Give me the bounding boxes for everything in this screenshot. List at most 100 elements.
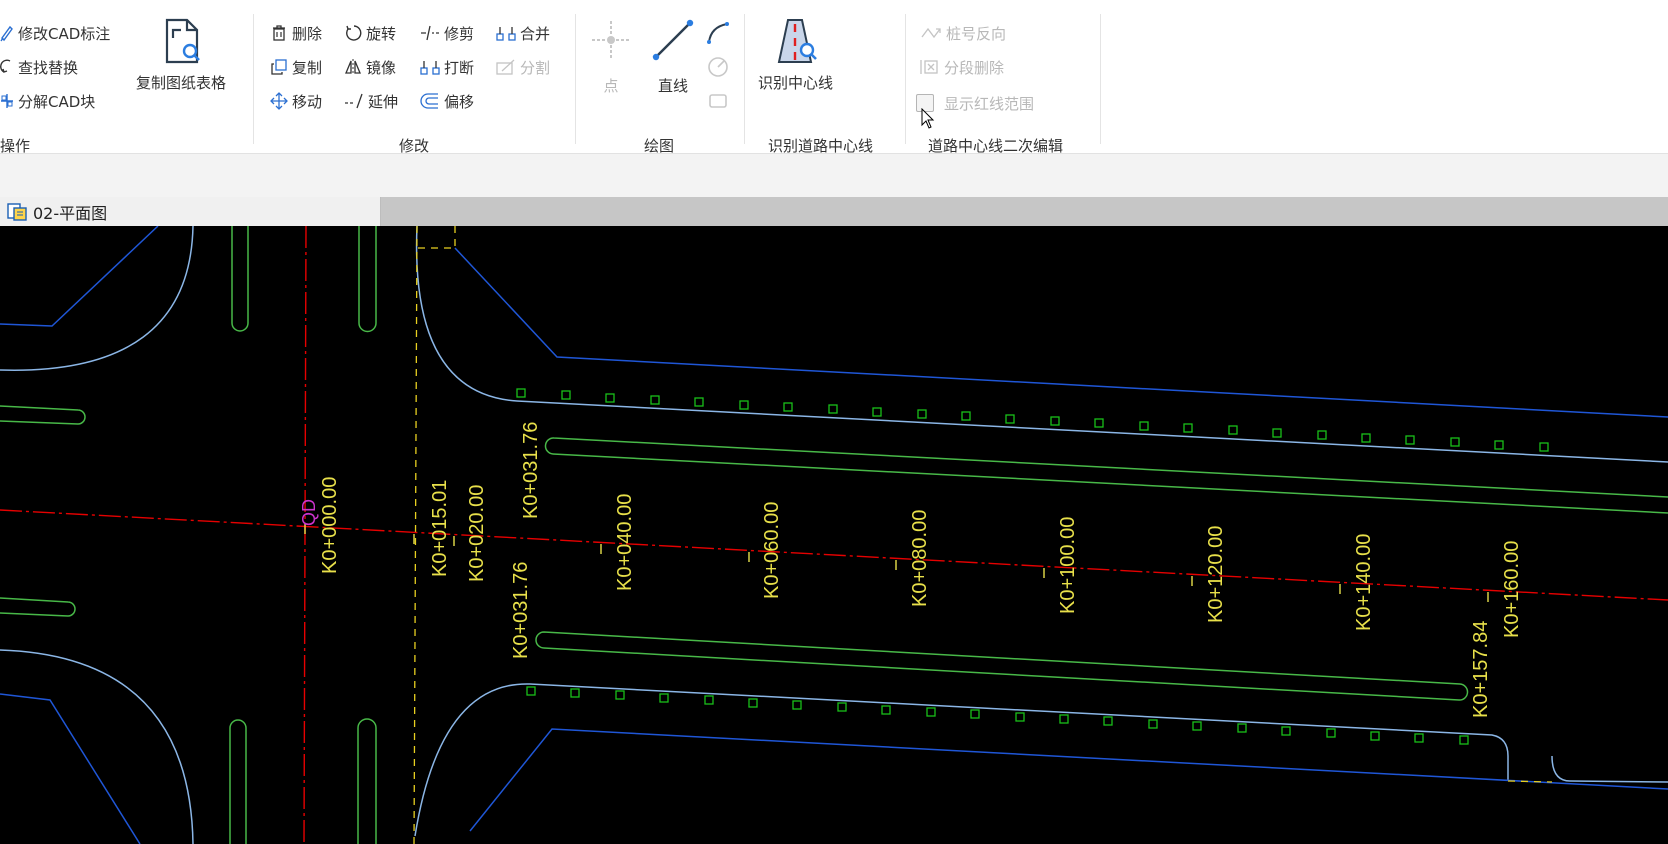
mirror-button[interactable]: 镜像 xyxy=(344,55,396,79)
break-button[interactable]: 打断 xyxy=(420,55,474,79)
group-recognize: 识别中心线 识别道路中心线 xyxy=(748,12,904,155)
show-red-line-toggle[interactable]: 显示红线范围 xyxy=(916,91,1034,115)
tree-marker xyxy=(1183,423,1193,433)
tree-marker xyxy=(1050,416,1060,426)
ribbon-divider xyxy=(575,14,576,144)
tree-marker xyxy=(561,390,571,400)
cad-drawing-canvas[interactable]: K0+000.00 K0+015.01 K0+020.00 K0+031.76 … xyxy=(0,226,1668,844)
mouse-cursor-icon xyxy=(921,108,935,129)
median-strip xyxy=(358,226,377,333)
copy-button[interactable]: 复制 xyxy=(270,55,322,79)
extend-button[interactable]: 延伸 xyxy=(344,89,398,113)
explode-cad-block-button[interactable]: 分解CAD块 xyxy=(0,89,95,113)
point-button[interactable]: 点 xyxy=(588,17,634,96)
tree-marker xyxy=(650,395,660,405)
tree-marker xyxy=(570,688,580,698)
command-bar xyxy=(0,154,1668,197)
line-icon xyxy=(652,19,694,61)
tree-marker xyxy=(1459,735,1469,745)
tree-marker xyxy=(1103,716,1113,726)
station-label: K0+157.84 xyxy=(1470,621,1492,718)
offset-icon xyxy=(420,93,438,109)
tree-marker xyxy=(1326,728,1336,738)
rectangle-button[interactable] xyxy=(706,89,734,113)
station-label: K0+020.00 xyxy=(466,485,488,582)
curb-line xyxy=(0,693,141,844)
trim-button[interactable]: 修剪 xyxy=(420,21,474,45)
station-label: K0+120.00 xyxy=(1205,526,1227,623)
trim-label: 修剪 xyxy=(444,24,475,43)
tree-marker xyxy=(1405,435,1415,445)
median-strip xyxy=(0,597,76,617)
copy-drawing-table-button[interactable]: 复制图纸表格 xyxy=(136,16,226,93)
line-button[interactable]: 直线 xyxy=(650,17,696,96)
tree-marker xyxy=(881,705,891,715)
tree-marker xyxy=(926,707,936,717)
station-label: K0+100.00 xyxy=(1057,517,1079,614)
station-label: K0+015.01 xyxy=(429,480,451,577)
delete-button[interactable]: 删除 xyxy=(270,21,322,45)
median-strip xyxy=(357,718,377,844)
offset-label: 偏移 xyxy=(444,92,475,111)
line-label: 直线 xyxy=(657,77,688,95)
recognize-centerline-button[interactable]: 识别中心线 xyxy=(758,16,833,93)
curb-line xyxy=(469,728,1668,832)
move-button[interactable]: 移动 xyxy=(270,89,322,113)
tree-marker xyxy=(615,690,625,700)
tree-marker xyxy=(792,700,802,710)
curb-curve xyxy=(0,226,194,371)
tree-marker xyxy=(783,402,793,412)
point-icon xyxy=(592,21,630,59)
split-button[interactable]: 分割 xyxy=(496,55,550,79)
group-centerline-edit: 桩号反向 分段删除 显示红线范围 道路中心线二次编辑 xyxy=(912,12,1100,155)
break-icon xyxy=(420,61,440,75)
arc-button[interactable] xyxy=(706,21,734,45)
median-strip xyxy=(544,437,1668,514)
split-label: 分割 xyxy=(520,58,551,77)
station-label: K0+031.76 xyxy=(510,562,532,659)
tree-marker xyxy=(872,407,882,417)
show-red-line-label: 显示红线范围 xyxy=(944,94,1035,113)
tree-marker xyxy=(659,693,669,703)
tree-marker xyxy=(1192,721,1202,731)
explode-block-icon xyxy=(1,94,13,108)
tree-marker xyxy=(828,404,838,414)
station-label: K0+000.00 xyxy=(319,477,341,574)
trim-icon xyxy=(421,25,439,41)
tab-plan-view[interactable]: 02-平面图 xyxy=(0,197,381,226)
arc-icon xyxy=(707,22,729,44)
merge-button[interactable]: 合并 xyxy=(496,21,550,45)
cross-centerline xyxy=(303,226,307,844)
copy-drawing-table-label: 复制图纸表格 xyxy=(136,74,227,92)
curb-line xyxy=(454,247,1668,418)
tree-marker xyxy=(1237,723,1247,733)
ribbon-divider xyxy=(905,14,906,144)
tree-marker xyxy=(1539,442,1549,452)
segment-delete-button[interactable]: 分段删除 xyxy=(920,55,1004,79)
reverse-station-button[interactable]: 桩号反向 xyxy=(920,21,1006,45)
tree-marker xyxy=(1005,414,1015,424)
break-label: 打断 xyxy=(444,58,475,77)
rotate-button[interactable]: 旋转 xyxy=(344,21,396,45)
group-modify: 删除 复制 移动 旋转 镜像 延伸 修剪 打断 xyxy=(260,12,574,155)
road-recognize-icon xyxy=(777,19,817,63)
offset-button[interactable]: 偏移 xyxy=(420,89,474,113)
find-replace-button[interactable]: 查找替换 xyxy=(0,55,78,79)
circle-button[interactable] xyxy=(706,55,734,79)
curb-curve xyxy=(414,683,1509,837)
document-tab-bar: 02-平面图 xyxy=(0,197,1668,226)
rotate-label: 旋转 xyxy=(366,24,397,43)
tree-marker xyxy=(1094,418,1104,428)
segment-delete-label: 分段删除 xyxy=(944,58,1005,77)
tree-marker xyxy=(1139,421,1149,431)
circle-icon xyxy=(708,57,728,77)
tree-marker xyxy=(1370,731,1380,741)
tree-marker xyxy=(516,388,526,398)
road-centerline xyxy=(0,509,1668,601)
tree-marker xyxy=(1272,428,1282,438)
rotate-icon xyxy=(346,25,362,41)
tree-marker xyxy=(1494,440,1504,450)
modify-cad-annotation-button[interactable]: 修改CAD标注 xyxy=(0,21,110,45)
tree-marker xyxy=(748,698,758,708)
boundary-dashed-line xyxy=(418,226,456,249)
